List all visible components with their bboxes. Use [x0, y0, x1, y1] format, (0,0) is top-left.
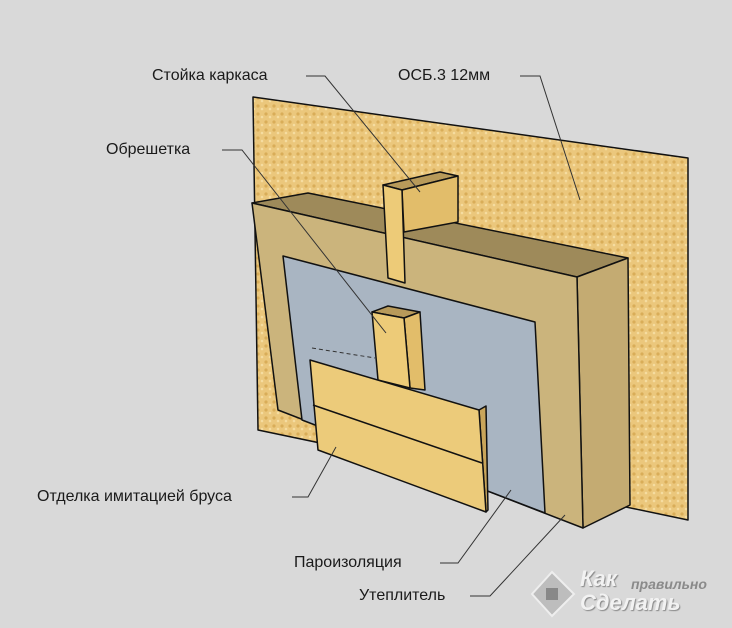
- leader-batten: [222, 149, 387, 334]
- leader-osb: [520, 75, 581, 201]
- leader-finish: [292, 446, 337, 498]
- board-front: [309, 359, 487, 513]
- label-insulation: Утеплитель: [359, 587, 446, 604]
- label-osb: ОСБ.3 12мм: [398, 67, 491, 84]
- stud-front: [382, 184, 406, 284]
- house-icon: [530, 570, 576, 618]
- logo-text-3: Сделать: [580, 590, 681, 615]
- logo-text-2: правильно: [631, 576, 707, 592]
- leader-vapor: [440, 489, 512, 564]
- site-logo: Как правильно Сделать: [528, 566, 728, 624]
- insulation-side: [576, 257, 631, 529]
- label-finish: Отделка имитацией бруса: [37, 488, 232, 505]
- logo-text-1: Как: [580, 566, 617, 591]
- batten-front: [371, 311, 411, 389]
- leader-insulation: [470, 514, 566, 597]
- label-stud: Стойка каркаса: [152, 67, 268, 84]
- leader-stud: [306, 75, 421, 193]
- label-vapor: Пароизоляция: [294, 554, 402, 571]
- label-batten: Обрешетка: [106, 141, 191, 158]
